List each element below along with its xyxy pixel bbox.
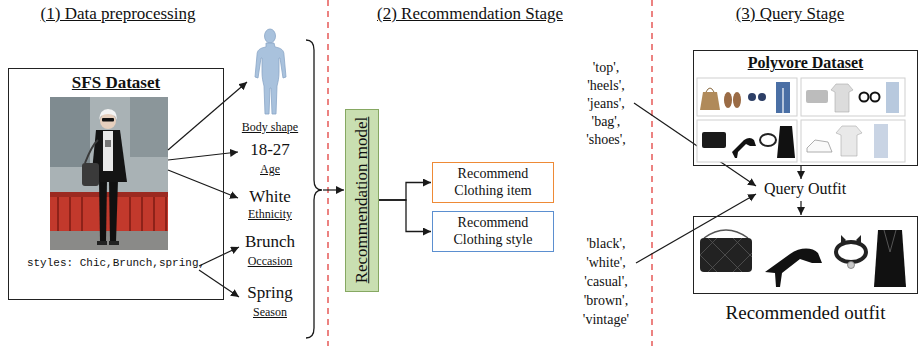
item-word: 'shoes', (586, 132, 626, 148)
attribute-name: Body shape (242, 121, 298, 135)
item-word: 'bag', (592, 114, 621, 130)
stage-heading: (1) Data preprocessing (41, 4, 196, 24)
box-label: Recommend Clothing style (439, 215, 547, 247)
connector-arrow (379, 200, 431, 232)
style-word: 'vintage' (583, 312, 629, 328)
attribute-value: White (249, 187, 291, 207)
style-word: 'casual', (584, 274, 628, 290)
item-word: 'top', (593, 60, 619, 76)
attribute-value: 18-27 (250, 140, 290, 160)
stage-separator (651, 0, 652, 346)
outfit-box: Recommended outfit (693, 216, 918, 294)
attribute-value: Spring (247, 283, 292, 303)
style-word: 'white', (586, 255, 626, 271)
box-title: SFS Dataset (9, 73, 223, 93)
process-box: Recommend Clothing style (432, 211, 554, 252)
grouping-brace (306, 40, 322, 338)
dataset-box: Polyvore Dataset (693, 50, 918, 166)
stage-heading: (3) Query Stage (736, 4, 845, 24)
style-word: 'brown', (584, 293, 628, 309)
dataset-box: SFS Dataset styles: Chic,Brunch,spring, (8, 68, 224, 300)
model-label: Recommendation model (352, 117, 372, 284)
box-label: Recommend Clothing item (439, 166, 547, 198)
style-word: 'black', (587, 236, 626, 252)
polyvore-thumbnails (697, 78, 905, 162)
connector-arrow (379, 183, 431, 201)
item-word: 'heels', (587, 78, 624, 94)
item-word: 'jeans', (587, 96, 624, 112)
stage-heading: (2) Recommendation Stage (377, 4, 563, 24)
attribute-name: Season (253, 306, 287, 320)
attribute-value: Brunch (245, 232, 295, 252)
query-label: Query Outfit (764, 180, 846, 198)
process-box: Recommend Clothing item (432, 162, 554, 203)
outfit-pictures (700, 230, 906, 287)
brace-arrow (323, 189, 344, 190)
body-shape-figure (255, 29, 286, 114)
stage-separator (327, 0, 328, 346)
box-caption: Recommended outfit (694, 302, 917, 324)
model-box: Recommendation model (345, 109, 379, 292)
attribute-name: Occasion (248, 255, 293, 269)
attribute-name: Ethnicity (248, 208, 292, 222)
style-tags: styles: Chic,Brunch,spring, (9, 257, 223, 270)
box-title: Polyvore Dataset (694, 54, 917, 72)
street-photo (50, 97, 168, 250)
attribute-name: Age (260, 163, 280, 177)
